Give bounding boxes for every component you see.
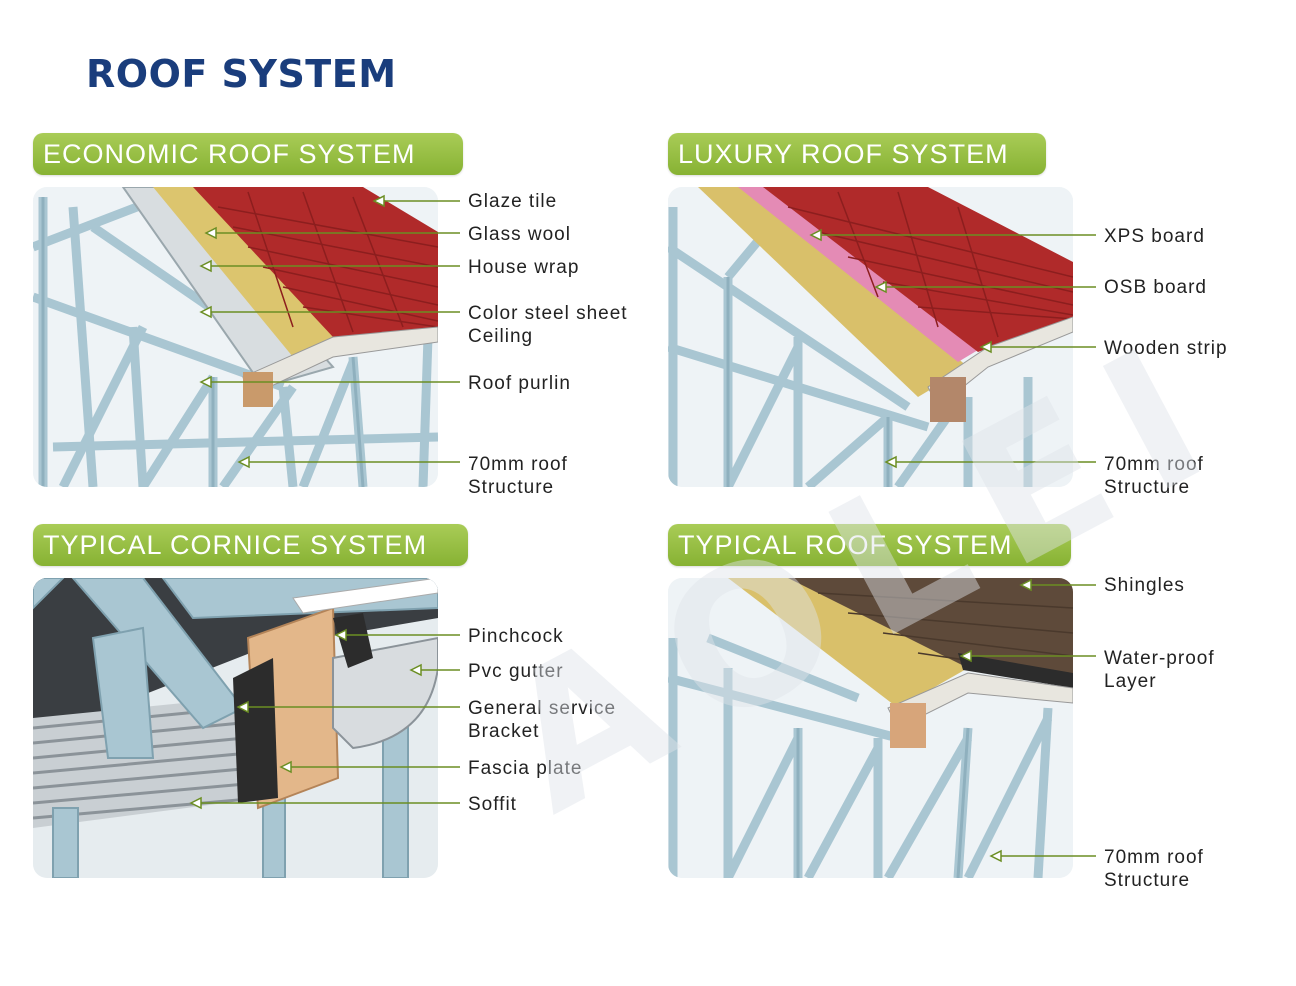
label-water-proof-layer: Water-proof Layer	[1104, 647, 1215, 693]
label-water-proof-line2: Layer	[1104, 671, 1157, 692]
label-color-steel-sheet: Color steel sheet Ceiling	[468, 302, 628, 348]
typical-roof-drawing	[668, 578, 1073, 878]
label-luxury-roof-structure: 70mm roof Structure	[1104, 453, 1204, 499]
economic-roof-drawing	[33, 187, 438, 487]
header-economic-roof-system: ECONOMIC ROOF SYSTEM	[33, 133, 463, 175]
label-luxury-roof-structure-line2: Structure	[1104, 477, 1191, 498]
label-economic-roof-structure: 70mm roof Structure	[468, 453, 568, 499]
label-ceiling: Ceiling	[468, 326, 534, 347]
label-osb-board: OSB board	[1104, 277, 1207, 298]
label-typical-roof-structure-line2: Structure	[1104, 870, 1191, 891]
page-title: ROOF SYSTEM	[86, 52, 397, 96]
cornice-drawing	[33, 578, 438, 878]
header-typical-cornice-system: TYPICAL CORNICE SYSTEM	[33, 524, 468, 566]
label-roof-purlin: Roof purlin	[468, 373, 571, 394]
label-color-steel-sheet-text: Color steel sheet	[468, 303, 628, 324]
label-wooden-strip: Wooden strip	[1104, 338, 1228, 359]
label-general-service-line1: General service	[468, 698, 617, 719]
label-economic-roof-structure-line1: 70mm roof	[468, 454, 568, 475]
label-water-proof-line1: Water-proof	[1104, 648, 1215, 669]
label-soffit: Soffit	[468, 794, 517, 815]
label-house-wrap: House wrap	[468, 257, 580, 278]
label-economic-roof-structure-line2: Structure	[468, 477, 555, 498]
label-shingles: Shingles	[1104, 575, 1185, 596]
header-typical-roof-system: TYPICAL ROOF SYSTEM	[668, 524, 1071, 566]
label-glass-wool: Glass wool	[468, 224, 571, 245]
label-xps-board: XPS board	[1104, 226, 1205, 247]
label-fascia-plate: Fascia plate	[468, 758, 583, 779]
label-glaze-tile: Glaze tile	[468, 191, 558, 212]
label-general-service-bracket: General service Bracket	[468, 697, 616, 743]
label-pvc-gutter: Pvc gutter	[468, 661, 564, 682]
label-typical-roof-structure-line1: 70mm roof	[1104, 847, 1204, 868]
label-general-service-line2: Bracket	[468, 721, 540, 742]
header-luxury-roof-system: LUXURY ROOF SYSTEM	[668, 133, 1046, 175]
luxury-roof-drawing	[668, 187, 1073, 487]
label-typical-roof-structure: 70mm roof Structure	[1104, 846, 1204, 892]
label-luxury-roof-structure-line1: 70mm roof	[1104, 454, 1204, 475]
label-pinchcock: Pinchcock	[468, 626, 564, 647]
